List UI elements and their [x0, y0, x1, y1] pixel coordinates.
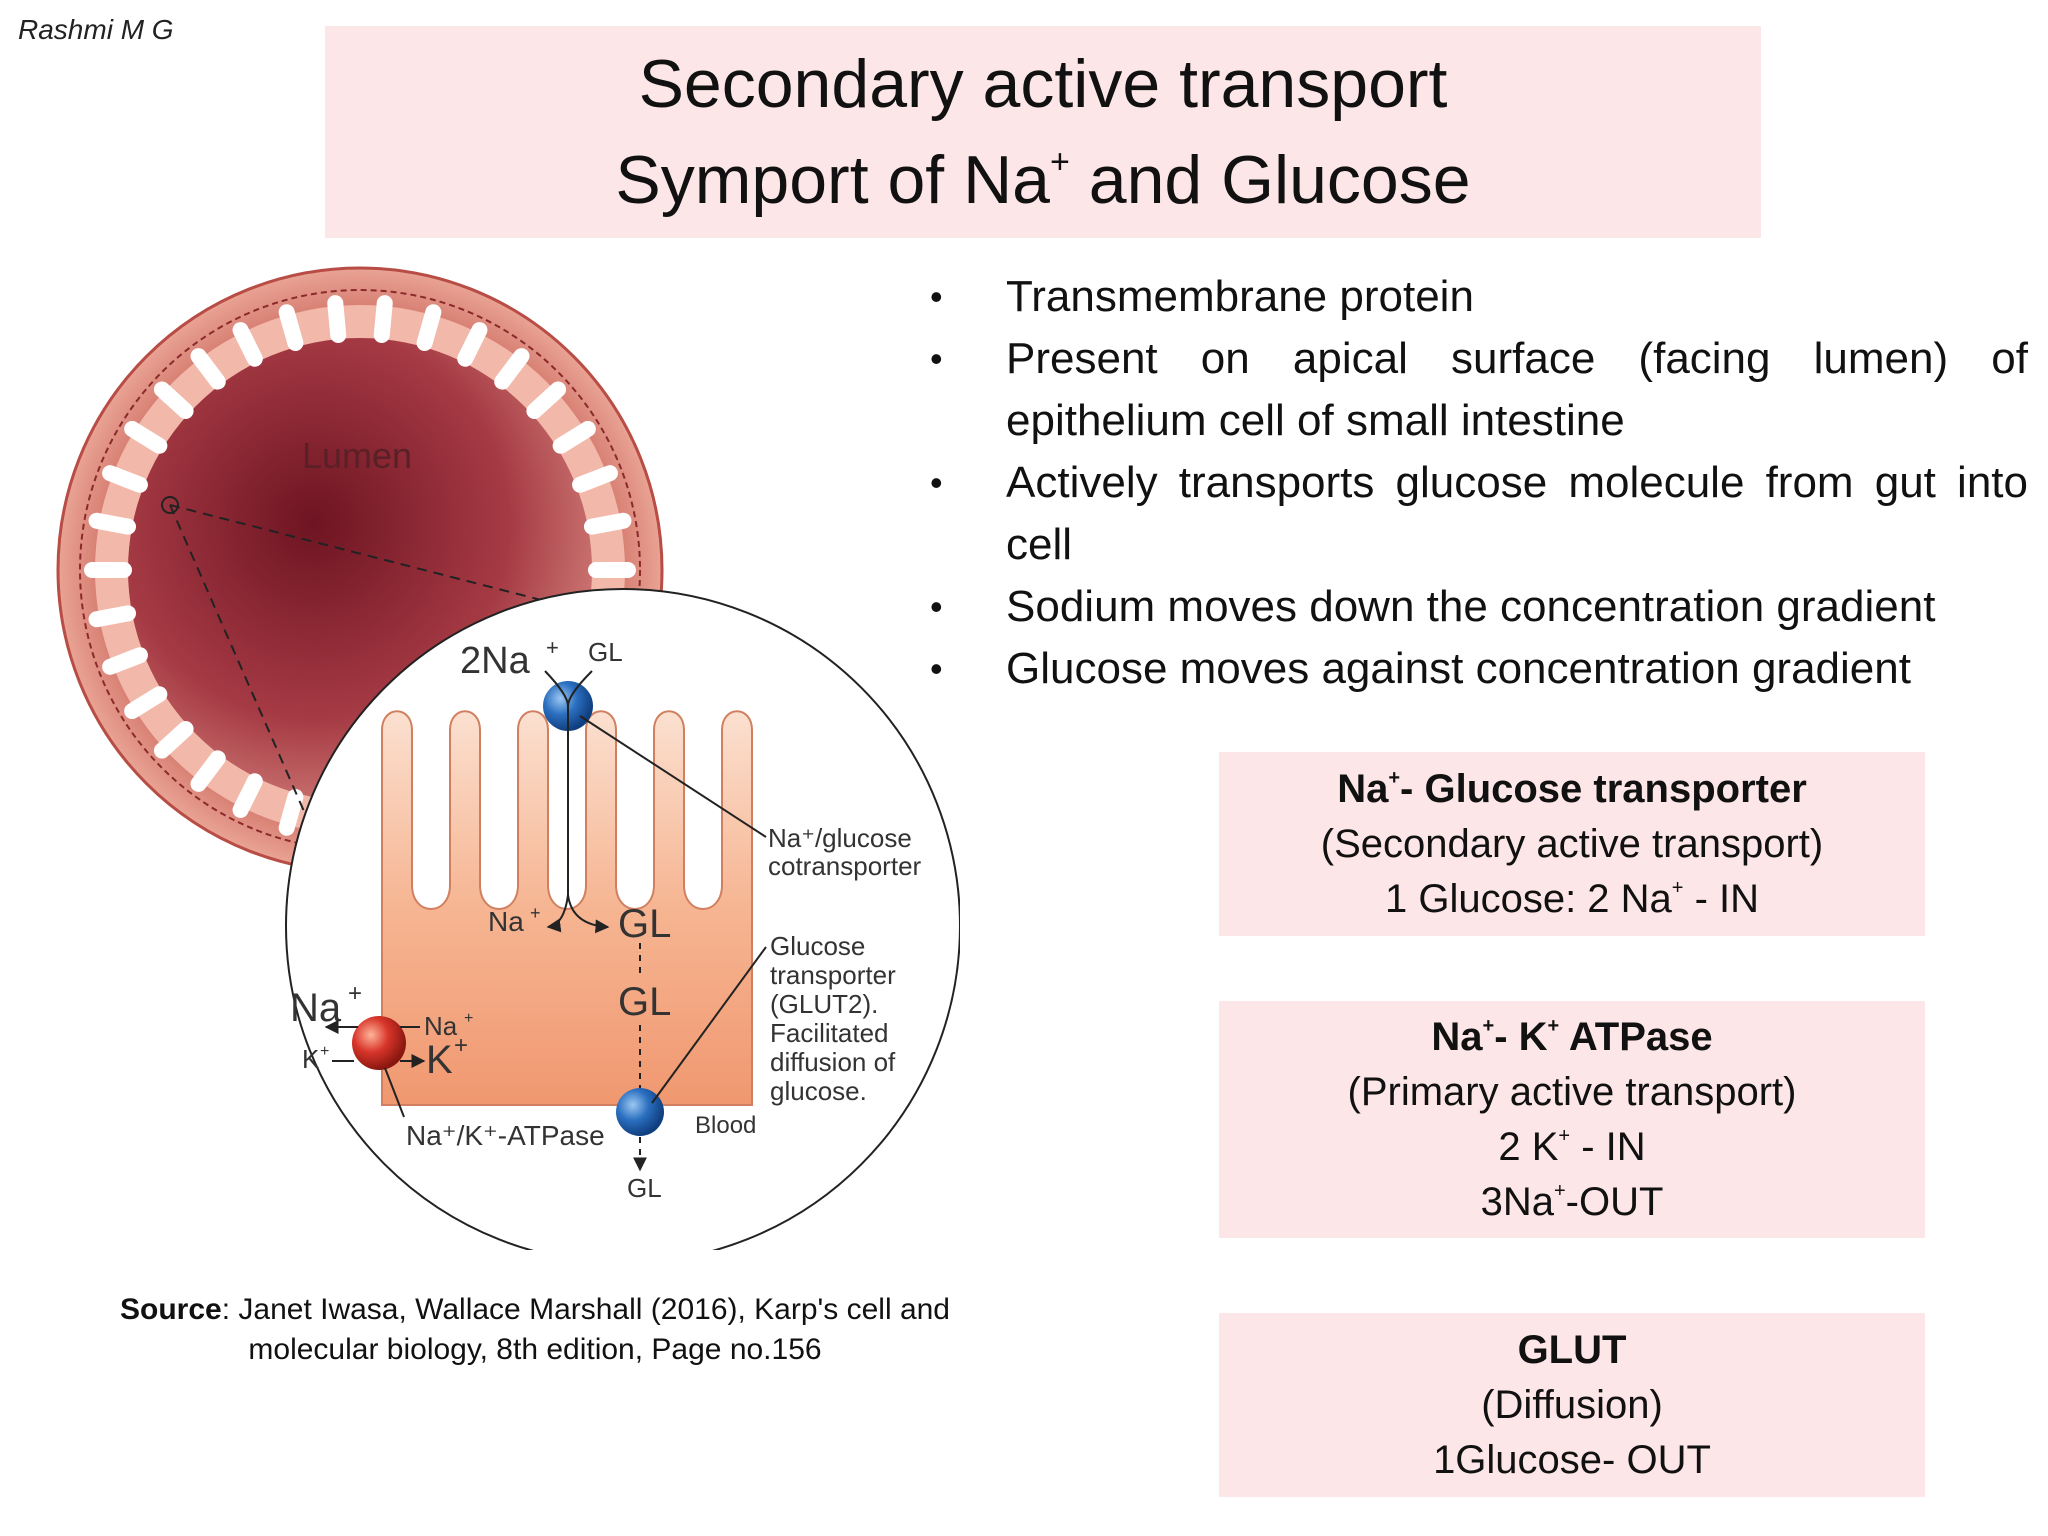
k-big-sup: +	[454, 1032, 468, 1059]
bullet-item: •Transmembrane protein	[918, 266, 2028, 328]
villus	[124, 420, 168, 454]
sglt-type: (Secondary active transport)	[1320, 821, 1824, 866]
k-small-sup: +	[320, 1043, 329, 1060]
author-name: Rashmi M G	[18, 14, 174, 45]
svg-text:diffusion of: diffusion of	[770, 1047, 896, 1077]
na-in-sup: +	[530, 903, 541, 923]
villus	[552, 420, 596, 454]
gl-in-label: GL	[618, 902, 671, 946]
villus	[526, 381, 567, 420]
two-na-label: 2Na	[460, 640, 531, 682]
glut-direction: 1Glucose- OUT	[1433, 1437, 1711, 1482]
glut-type: (Diffusion)	[1481, 1382, 1663, 1427]
bullet-dot-icon: •	[930, 462, 943, 503]
villus	[88, 605, 137, 628]
bullet-dot-icon: •	[930, 586, 943, 627]
villus	[278, 788, 304, 836]
bullet-item: •Actively transports glucose molecule fr…	[918, 452, 2028, 576]
blood-label: Blood	[695, 1112, 756, 1139]
gl-bottom-label: GL	[627, 1173, 662, 1203]
cotransporter-label-1: Na⁺/glucose	[768, 823, 912, 853]
villus	[416, 304, 442, 352]
glut-heading: GLUT	[1517, 1327, 1627, 1372]
svg-text:(GLUT2).: (GLUT2).	[770, 989, 878, 1019]
title-line-1: Secondary active transport	[638, 46, 1448, 122]
villus	[232, 773, 263, 818]
cotransporter-label-2: cotransporter	[768, 851, 922, 881]
sglt-info-box: Na+- Glucose transporter (Secondary acti…	[1219, 752, 1925, 936]
atpase-type: (Primary active transport)	[1347, 1069, 1797, 1114]
k-big-label: K	[426, 1038, 453, 1082]
na-small-label: Na	[424, 1011, 458, 1041]
gl-top-label: GL	[588, 637, 623, 667]
svg-text:glucose.: glucose.	[770, 1076, 867, 1106]
lumen-label: Lumen	[302, 435, 412, 476]
bullet-dot-icon: •	[930, 338, 943, 379]
villus	[153, 720, 194, 759]
na-out-sup: +	[348, 980, 362, 1007]
svg-text:transporter: transporter	[770, 960, 896, 990]
gl-mid-label: GL	[618, 980, 671, 1024]
villus	[583, 512, 632, 535]
sglt-ratio: 1 Glucose: 2 Na+ - IN	[1384, 876, 1760, 921]
title-box: Secondary active transport Symport of Na…	[325, 26, 1761, 238]
sglt-heading: Na+- Glucose transporter	[1337, 766, 1807, 811]
intestine-diagram: Lumen 2Na + GL Na⁺/glucose cotransporter…	[56, 266, 960, 1250]
magnified-view: 2Na + GL Na⁺/glucose cotransporter Na + …	[285, 588, 960, 1250]
atpase-pump-icon	[352, 1016, 406, 1070]
villus	[327, 295, 347, 344]
atpase-k-in: 2 K+ - IN	[1498, 1124, 1646, 1169]
source-citation: Source: Janet Iwasa, Wallace Marshall (2…	[120, 1293, 950, 1366]
k-small-label: K	[302, 1044, 320, 1074]
villus	[190, 348, 226, 390]
bullet-item: •Sodium moves down the concentration gra…	[918, 576, 2028, 638]
villus	[232, 322, 263, 367]
atpase-heading: Na+- K+ ATPase	[1431, 1014, 1713, 1059]
villus	[124, 686, 168, 720]
atpase-na-out: 3Na+-OUT	[1480, 1179, 1664, 1224]
na-out-label: Na	[290, 986, 342, 1030]
atpase-label: Na⁺/K⁺-ATPase	[406, 1120, 605, 1151]
villus	[572, 465, 618, 493]
villus	[278, 304, 304, 352]
bullet-list: •Transmembrane protein •Present on apica…	[918, 266, 2028, 700]
svg-text:Glucose: Glucose	[770, 931, 865, 961]
bullet-dot-icon: •	[930, 648, 943, 689]
bullet-item: •Present on apical surface (facing lumen…	[918, 328, 2028, 452]
title-line-2: Symport of Na+ and Glucose	[615, 142, 1471, 218]
villus	[190, 750, 226, 792]
na-small-sup: +	[464, 1010, 473, 1027]
villus	[88, 512, 137, 535]
villus	[102, 647, 148, 675]
villus	[373, 295, 393, 344]
villus	[102, 465, 148, 493]
svg-text:Facilitated: Facilitated	[770, 1018, 889, 1048]
glut2-label: Glucose transporter (GLUT2). Facilitated…	[770, 931, 896, 1106]
atpase-info-box: Na+- K+ ATPase (Primary active transport…	[1219, 1001, 1925, 1238]
glut2-transporter-icon	[616, 1088, 664, 1136]
bullet-dot-icon: •	[930, 276, 943, 317]
bullet-item: •Glucose moves against concentration gra…	[918, 638, 2028, 700]
villus	[457, 322, 488, 367]
na-in-label: Na	[488, 906, 524, 937]
villus	[494, 348, 530, 390]
two-na-sup: +	[546, 635, 559, 660]
villus	[153, 381, 194, 420]
glut-info-box: GLUT (Diffusion) 1Glucose- OUT	[1219, 1313, 1925, 1497]
